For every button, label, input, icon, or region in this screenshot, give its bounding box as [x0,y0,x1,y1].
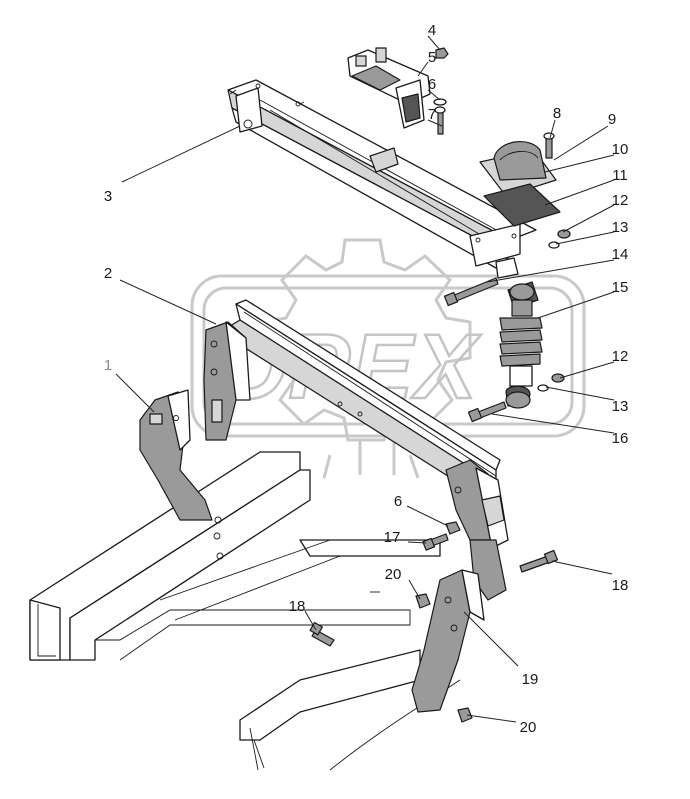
callout-label-c18a: 18 [612,577,629,594]
callout-label-c15: 15 [612,279,629,296]
leader-line-c3 [121,125,241,183]
leader-line-c5 [417,61,429,77]
callout-label-c6b: 6 [394,493,402,510]
part-15-shock-absorber [499,281,543,409]
leader-line-c14 [486,259,615,283]
leader-line-c6a [427,89,441,101]
chassis-frame [29,451,461,771]
callout-label-c4: 4 [428,22,436,39]
leader-line-c20a [408,579,421,600]
part-11-pad [483,183,561,227]
callout-label-c19: 19 [522,671,539,688]
callout-label-c12a: 12 [612,192,629,209]
callout-label-c6a: 6 [428,76,436,93]
part-5-top-bracket [347,47,431,129]
callout-label-c16: 16 [612,430,629,447]
callout-label-c8: 8 [553,105,561,122]
leader-line-c15 [537,291,615,319]
callout-label-c14: 14 [612,246,629,263]
leader-line-c18a [551,560,613,575]
callout-label-c12b: 12 [612,348,629,365]
callout-label-c9: 9 [608,111,616,128]
callout-label-c3: 3 [104,188,112,205]
callout-label-c11: 11 [612,167,628,184]
leader-line-c6b [406,505,449,527]
leader-line-c18b [304,610,317,631]
fasteners [415,47,571,723]
part-2-cross-beam [203,299,509,601]
leader-line-c1 [115,373,155,413]
leader-line-c13a [555,231,615,245]
callout-label-c10: 10 [612,141,629,158]
leader-line-c12b [559,361,615,379]
callout-label-c2: 2 [104,265,112,282]
leader-line-c4 [427,35,441,51]
part-10-buffer [479,141,557,197]
leader-line-c2 [119,279,217,325]
leader-line-c20b [466,714,517,723]
leader-line-c13b [545,386,615,401]
leader-line-c11 [544,179,615,206]
callout-label-c13b: 13 [612,398,629,415]
callout-label-c20a: 20 [385,566,402,583]
part-1-left-bracket [139,389,213,521]
callout-label-c17: 17 [384,529,401,546]
callout-label-c20b: 20 [520,719,537,736]
leader-line-c19 [463,611,519,667]
callout-label-c18b: 18 [289,598,306,615]
leader-line-c9 [553,125,609,161]
leader-line-c12a [562,204,615,233]
leader-line-c7 [427,119,443,127]
callout-label-c13a: 13 [612,219,629,236]
part-3-upper-beam [227,79,537,279]
callout-label-c5: 5 [428,49,436,66]
leader-line-c10 [544,154,615,173]
leader-line-c16 [491,413,615,434]
callout-label-c7: 7 [428,106,436,123]
callout-label-c1: 1 [104,357,112,374]
leader-line-c8 [549,119,556,139]
leader-line-c17 [407,541,427,544]
part-19-right-bracket [411,569,485,713]
